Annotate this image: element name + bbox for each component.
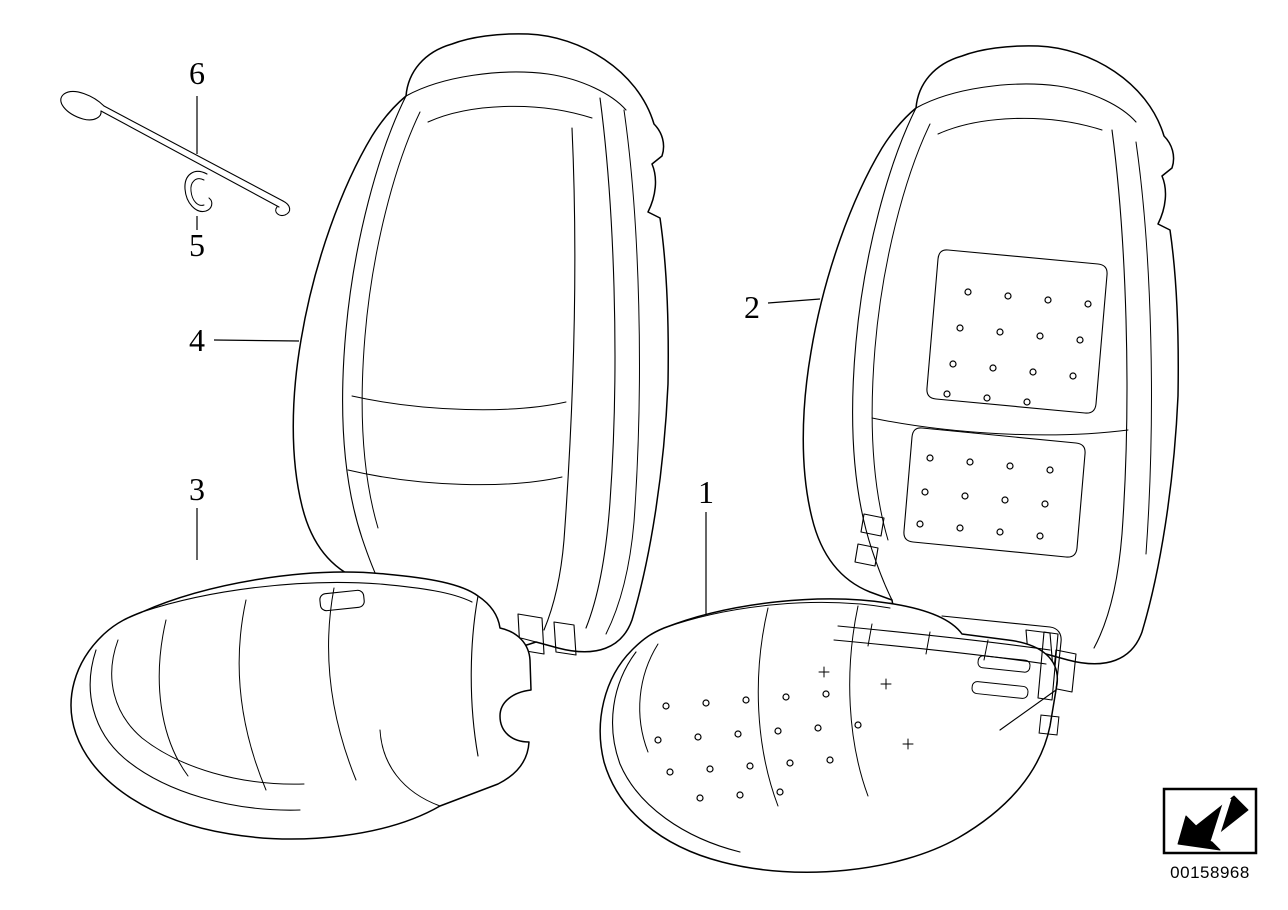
cushion-perforation-dots [654, 690, 862, 802]
backrest-cover-drawing [292, 33, 669, 656]
callout-6[interactable]: 6 [189, 55, 205, 91]
retaining-clip-drawing [184, 170, 213, 213]
backrest-perforation-dots [916, 288, 1092, 540]
cushion-cover-drawing [70, 571, 532, 840]
callout-2[interactable]: 2 [744, 289, 760, 325]
callout-4[interactable]: 4 [189, 322, 205, 358]
callout-3[interactable]: 3 [189, 471, 205, 507]
part-number: 00158968 [1170, 863, 1250, 882]
wire-tool-drawing [60, 90, 291, 216]
leader-lines [196, 96, 821, 614]
callout-1[interactable]: 1 [698, 474, 714, 510]
cushion-pad-drawing [599, 598, 1077, 873]
backrest-pad-drawing [802, 45, 1179, 670]
callout-5[interactable]: 5 [189, 227, 205, 263]
direction-arrow-icon[interactable] [1162, 787, 1258, 855]
cushion-fastener-marks [818, 666, 914, 750]
